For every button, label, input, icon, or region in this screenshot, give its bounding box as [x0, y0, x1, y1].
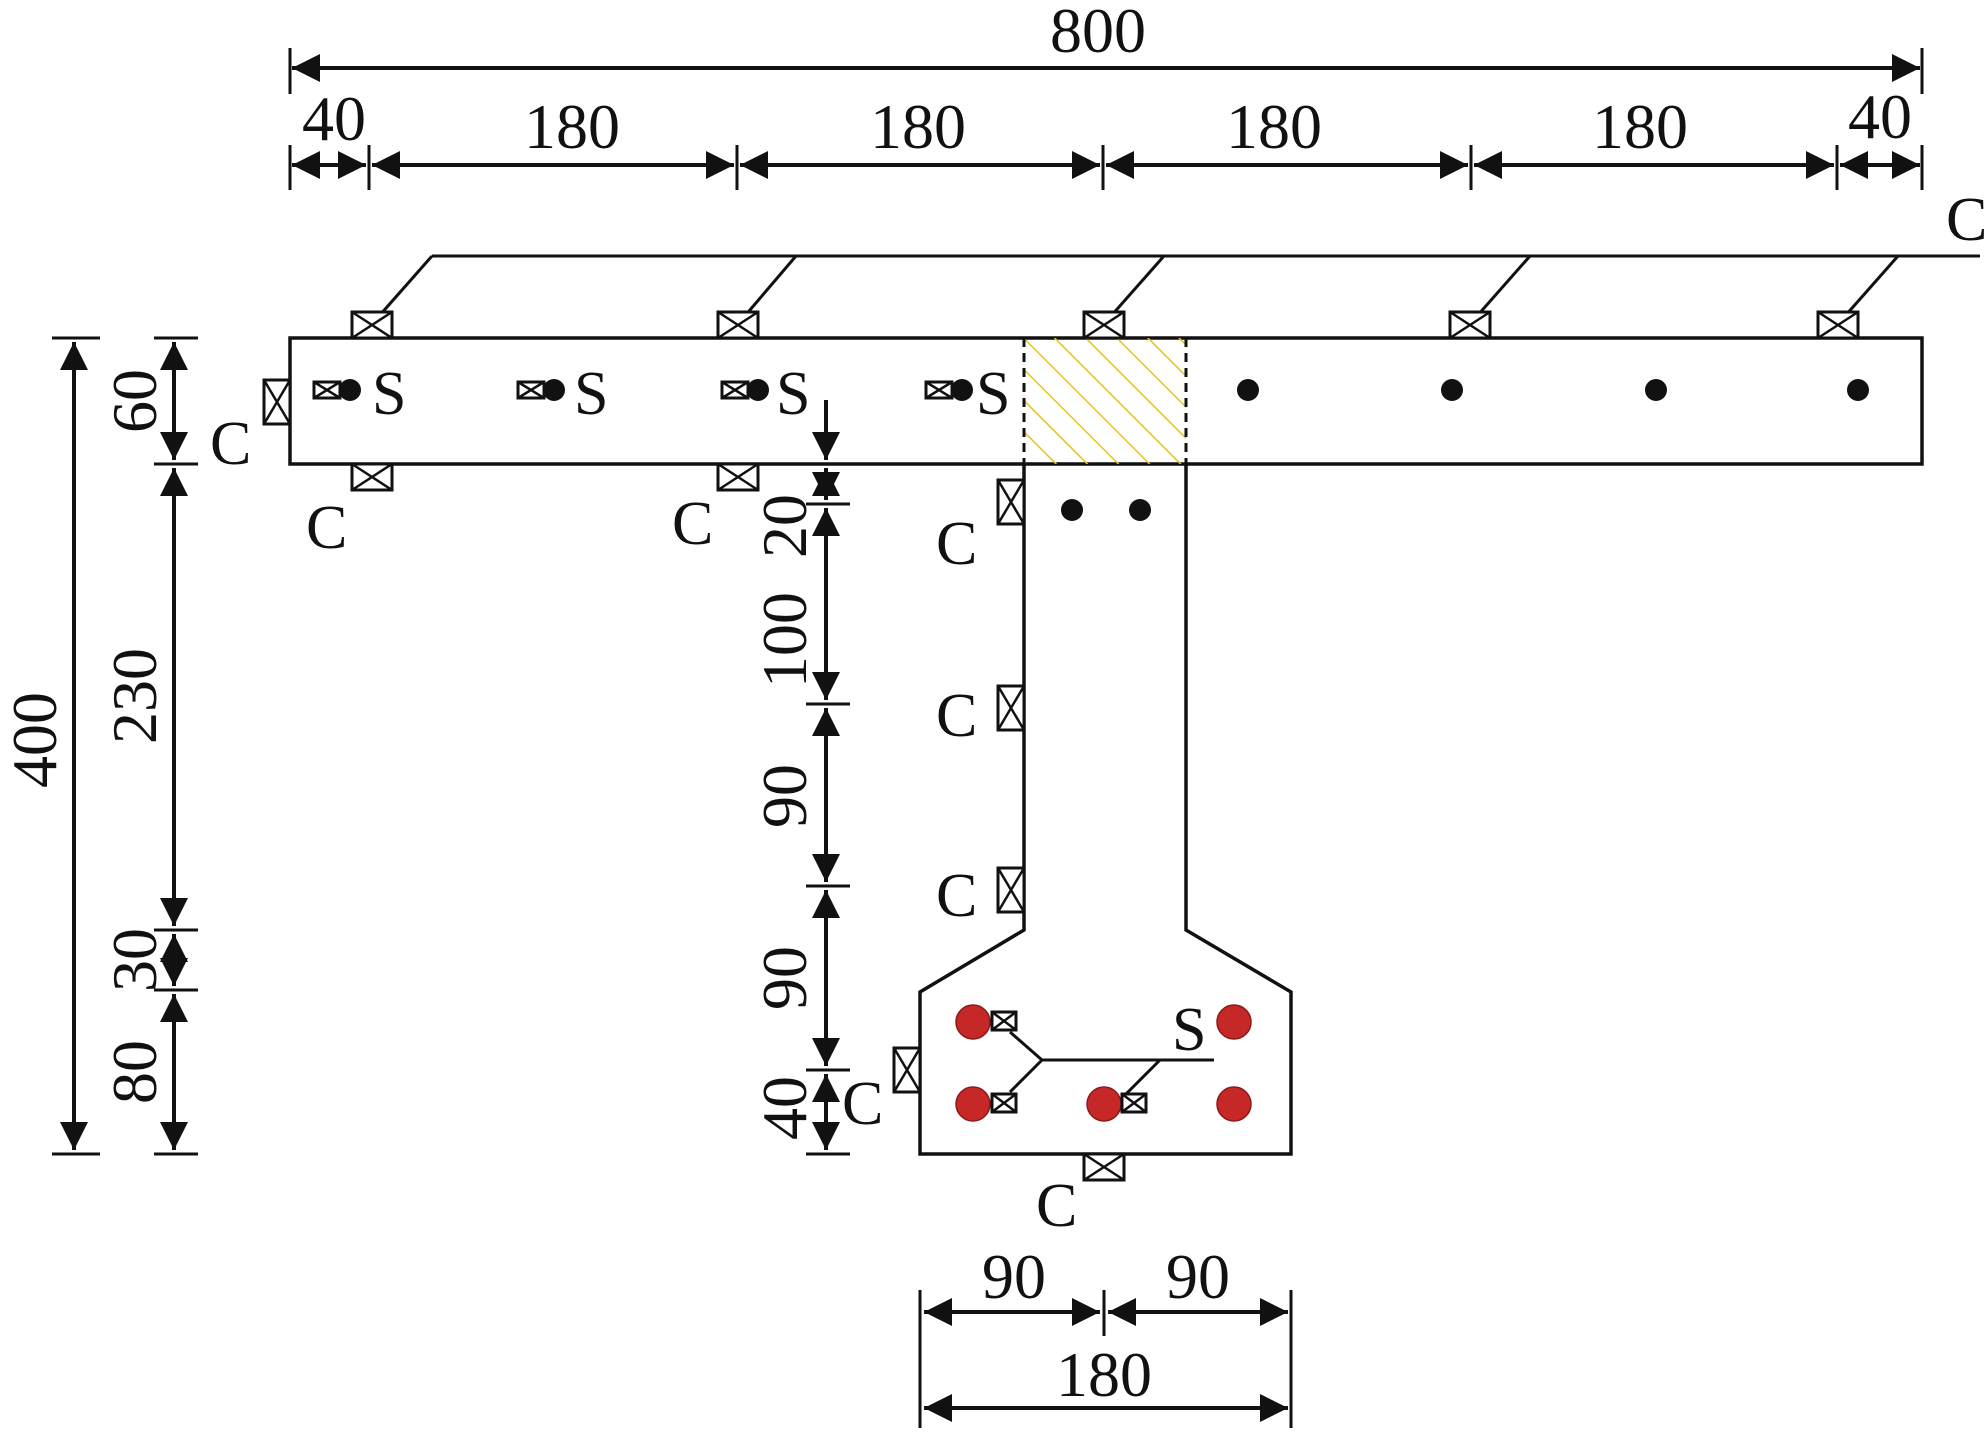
crossed-box-icon	[1448, 310, 1492, 340]
dim-label-40-right: 40	[1848, 81, 1912, 152]
flange-hatched-zone	[1024, 338, 1186, 464]
web-c-label-3: C	[936, 862, 977, 930]
crossed-box-icon	[262, 378, 292, 426]
dim-label-180-a: 180	[524, 91, 620, 162]
dim-label-180-bottom: 180	[1056, 1339, 1152, 1410]
filled-circle-icon	[1237, 379, 1259, 401]
filled-circle-icon	[1061, 499, 1083, 521]
dim-label-230: 230	[99, 648, 170, 744]
left-overall-dimension: 400	[0, 336, 100, 1156]
dim-label-400: 400	[0, 692, 70, 788]
crossed-box-icon	[892, 1046, 922, 1094]
bulb-strands	[955, 1004, 1252, 1122]
filled-circle-icon	[339, 379, 361, 401]
small-crossed-box-icon	[312, 380, 342, 400]
web-c-label-1: C	[936, 510, 977, 578]
filled-circle-icon	[951, 379, 973, 401]
flange-side-gauges	[262, 378, 760, 492]
dim-label-180-d: 180	[1592, 91, 1688, 162]
bottom-dimensions: 90 90 180	[918, 1241, 1293, 1428]
top-overall-dimension: 800	[288, 0, 1924, 94]
bulb-steel-s-label: S	[1172, 996, 1206, 1064]
flange-bottom-c-label-1: C	[306, 494, 347, 562]
web-segment-dimensions: 20 100 90 90 40	[749, 400, 850, 1156]
filled-circle-icon	[747, 379, 769, 401]
dim-label-40-web: 40	[749, 1076, 820, 1140]
crossed-box-icon	[1816, 310, 1860, 340]
top-concrete-gauges	[350, 310, 1860, 340]
flange-steel-gauges	[312, 380, 954, 400]
dim-label-20: 20	[749, 494, 820, 558]
crossed-box-icon	[716, 462, 760, 492]
small-crossed-box-icon	[924, 380, 954, 400]
web-side-gauges	[892, 478, 1126, 1182]
dim-label-90-lower: 90	[749, 946, 820, 1010]
steel-label-s-3: S	[776, 360, 810, 428]
small-crossed-box-icon	[990, 1010, 1018, 1032]
dim-label-40-left: 40	[302, 83, 366, 154]
top-segment-dimensions: 40 180 180 180 180 40	[288, 81, 1924, 190]
crossed-box-icon	[350, 462, 394, 492]
filled-circle-icon	[1847, 379, 1869, 401]
dim-label-90-bottom-left: 90	[982, 1241, 1046, 1312]
filled-circle-icon	[1129, 499, 1151, 521]
small-crossed-box-icon	[720, 380, 750, 400]
red-circle-icon	[955, 1086, 991, 1122]
small-crossed-box-icon	[516, 380, 546, 400]
crossed-box-icon	[1082, 1152, 1126, 1182]
small-crossed-box-icon	[1120, 1092, 1148, 1114]
red-circle-icon	[1216, 1004, 1252, 1040]
dim-label-80: 80	[99, 1040, 170, 1104]
web-rebars	[1061, 499, 1151, 521]
dim-label-30: 30	[99, 928, 170, 992]
dim-label-60: 60	[99, 369, 170, 433]
bulb-left-c-label: C	[842, 1070, 883, 1138]
crossed-box-icon	[996, 866, 1026, 914]
red-circle-icon	[1216, 1086, 1252, 1122]
filled-circle-icon	[1441, 379, 1463, 401]
steel-label-s-2: S	[574, 360, 608, 428]
dim-label-800: 800	[1050, 0, 1146, 66]
filled-circle-icon	[1645, 379, 1667, 401]
red-circle-icon	[1086, 1086, 1122, 1122]
filled-circle-icon	[543, 379, 565, 401]
steel-label-s-1: S	[372, 360, 406, 428]
bulb-steel-gauges	[990, 1010, 1148, 1114]
dim-label-90-bottom-right: 90	[1166, 1241, 1230, 1312]
small-crossed-box-icon	[990, 1092, 1018, 1114]
sensor-cable: C	[370, 186, 1985, 325]
dim-label-180-b: 180	[870, 91, 966, 162]
dim-label-100: 100	[749, 592, 820, 688]
flange-left-c-label: C	[210, 410, 251, 478]
crossed-box-icon	[716, 310, 760, 340]
crossed-box-icon	[1082, 310, 1126, 340]
steel-label-s-4: S	[976, 360, 1010, 428]
cable-label-c: C	[1946, 186, 1985, 254]
dim-label-180-c: 180	[1226, 91, 1322, 162]
crossed-box-icon	[996, 478, 1026, 526]
web-c-label-2: C	[936, 682, 977, 750]
section-outline	[288, 336, 1924, 1156]
red-circle-icon	[955, 1004, 991, 1040]
flange-bottom-c-label-2: C	[672, 490, 713, 558]
flange-rebars	[339, 379, 1869, 401]
crossed-box-icon	[996, 684, 1026, 732]
dim-label-90-upper: 90	[749, 764, 820, 828]
bulb-bottom-c-label: C	[1036, 1172, 1077, 1240]
left-segment-dimensions: 60 230 30 80	[99, 336, 198, 1156]
crossed-box-icon	[350, 310, 394, 340]
